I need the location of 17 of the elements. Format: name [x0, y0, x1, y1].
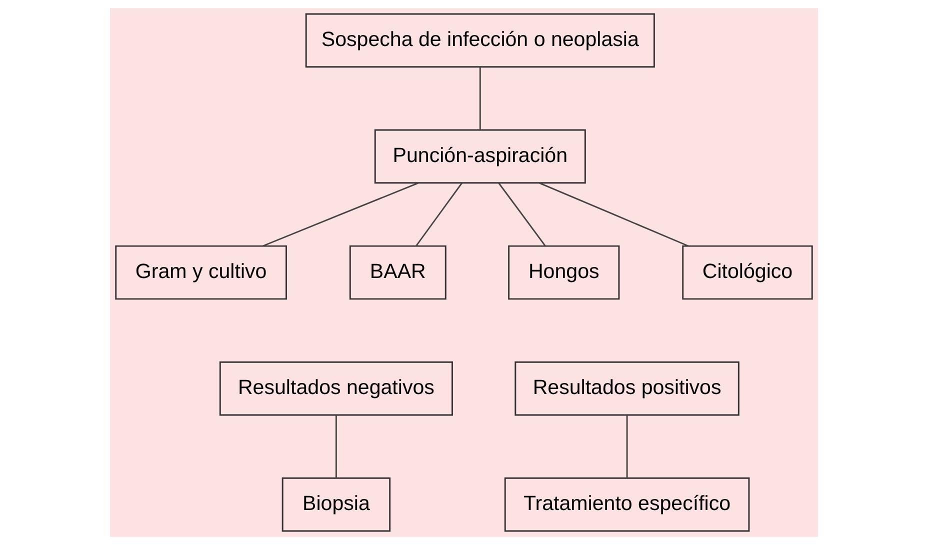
connector [626, 415, 628, 478]
connector [335, 415, 337, 478]
connector [416, 182, 462, 246]
connector [262, 182, 418, 247]
node-box: BAAR [349, 245, 446, 300]
connector [539, 182, 689, 247]
node-box: Biopsia [282, 477, 391, 532]
node-box: Hongos [508, 245, 620, 300]
node-box: Punción-aspiración [374, 129, 586, 184]
node-box: Gram y cultivo [115, 245, 287, 300]
node-box: Resultados positivos [514, 361, 740, 416]
node-box: Resultados negativos [219, 361, 453, 416]
node-box: Sospecha de infección o neoplasia [305, 13, 655, 68]
node-box: Tratamiento específico [504, 477, 750, 532]
node-box: Citológico [682, 245, 813, 300]
connector [498, 182, 546, 246]
connector [479, 67, 481, 130]
